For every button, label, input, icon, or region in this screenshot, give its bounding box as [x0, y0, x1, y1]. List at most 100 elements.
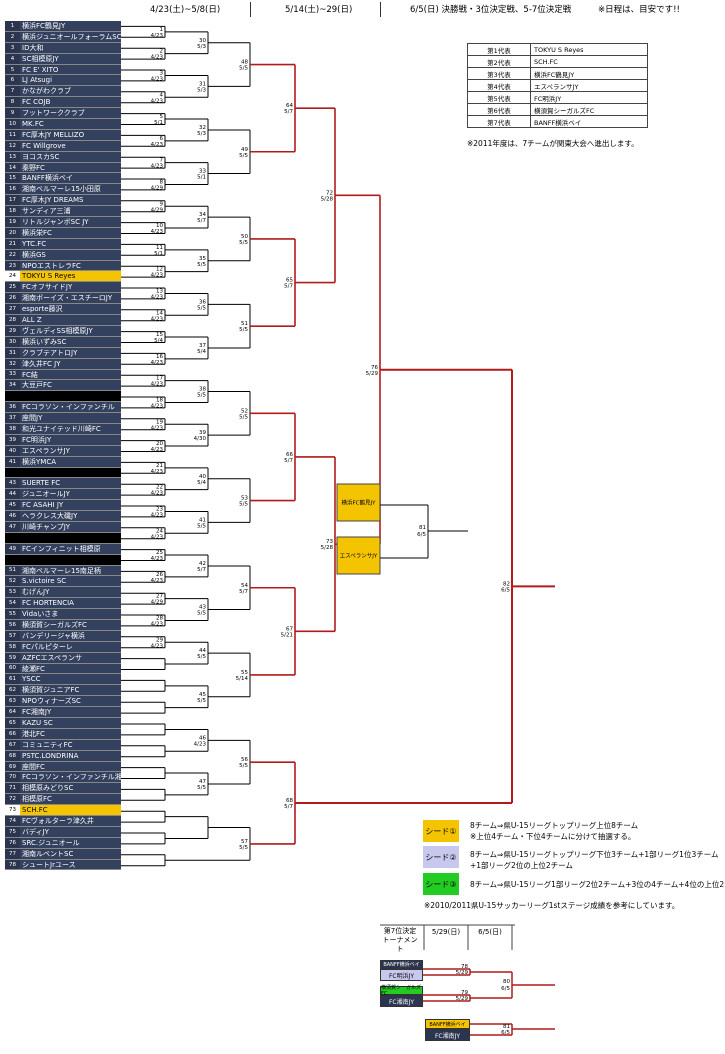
team-name: KAZU SC — [20, 718, 121, 728]
match-label: 5/4 — [197, 480, 206, 486]
team-name: 大豆戸FC — [20, 380, 121, 391]
match-label: 19 — [156, 419, 163, 425]
team-number: 22 — [5, 249, 20, 260]
team-row — [5, 467, 121, 479]
match-label: 56 — [241, 757, 248, 763]
match-label: 78 — [461, 964, 468, 970]
team-number — [5, 532, 20, 543]
team-number: 39 — [5, 434, 20, 445]
match-label: 5/5 — [239, 414, 248, 420]
match-label: 66 — [286, 452, 293, 458]
team-name: シュートJrユース — [20, 859, 121, 870]
rep-team: TOKYU S Reyes — [530, 43, 648, 56]
team-number: 57 — [5, 630, 20, 641]
team-number: 34 — [5, 380, 20, 391]
team-number: 40 — [5, 445, 20, 456]
match-label: 33 — [199, 169, 206, 175]
match-label: 17 — [156, 376, 163, 382]
team-number: 36 — [5, 402, 20, 413]
seed3-line1: 8チーム⇒県U-15リーグ1部リーグ2位2チーム+3位の4チーム+4位の上位2チ… — [470, 880, 725, 889]
team-name: 横浜FC鶴見JY — [20, 21, 121, 31]
team-number: 7 — [5, 86, 20, 97]
team-name — [20, 467, 121, 478]
team-name — [20, 532, 121, 543]
team-name — [20, 554, 121, 565]
team-number: 56 — [5, 619, 20, 630]
rep-team: BANFF横浜ベイ — [530, 115, 648, 128]
match-label: 5/5 — [197, 305, 206, 311]
team-name: ヴェルディSS相模原JY — [20, 325, 121, 336]
team-name: バンデリージャ横浜 — [20, 630, 121, 641]
match-label: 34 — [199, 212, 206, 218]
team-number: 4 — [5, 53, 20, 64]
team-name: NPOウィナーズSC — [20, 696, 121, 707]
match-label: 4/23 — [151, 76, 164, 82]
match-label: 10 — [156, 223, 163, 229]
seed2-badge: シード② — [423, 846, 459, 868]
match-label: 50 — [241, 234, 248, 240]
team-number: 20 — [5, 227, 20, 238]
team-number: 11 — [5, 129, 20, 140]
match-label: 81 — [419, 525, 426, 531]
match-label: 12 — [156, 267, 163, 273]
match-label: 5/1 — [154, 120, 163, 126]
match-label: 7 — [160, 158, 164, 164]
match-label: 55 — [241, 670, 248, 676]
team-name: FC厚木JY DREAMS — [20, 195, 121, 206]
team-number: 67 — [5, 739, 20, 750]
match-label: 4/23 — [151, 621, 164, 627]
team-name: ID大和 — [20, 42, 121, 53]
place-team-2: FC湘南JY — [425, 1029, 470, 1041]
team-name: FCパルピターレ — [20, 641, 121, 652]
match-label: 46 — [199, 735, 206, 741]
team-name: FCコラソン・インファンチル — [20, 402, 121, 413]
seed1-desc: 8チーム⇒県U-15リーグトップリーグ上位8チーム ※上位4チーム・下位4チーム… — [470, 820, 638, 842]
rep-rank: 第7代表 — [467, 115, 531, 128]
match-label: 4/29 — [151, 207, 164, 213]
team-name: 横浜GS — [20, 249, 121, 260]
match-label: 11 — [156, 245, 163, 251]
match-label: 6/5 — [417, 532, 426, 538]
rep-rank: 第2代表 — [467, 55, 531, 68]
match-label: 5/7 — [239, 589, 248, 595]
team-name: TOKYU S Reyes — [20, 271, 121, 282]
match-label: 68 — [286, 798, 293, 804]
match-label: 4/23 — [151, 556, 164, 562]
match-label: 4/30 — [194, 436, 207, 442]
match-label: 5/5 — [197, 698, 206, 704]
match-label: 4/29 — [151, 600, 164, 606]
match-label: 45 — [199, 692, 206, 698]
rep-team: 横浜FC鶴見JY — [530, 67, 648, 80]
match-label: 5/5 — [197, 654, 206, 660]
team-name: FCインフィニット相模原 — [20, 543, 121, 554]
match-label: 4/23 — [151, 273, 164, 279]
match-label: 32 — [199, 125, 206, 131]
team-number: 28 — [5, 315, 20, 325]
rep-rank: 第1代表 — [467, 43, 531, 56]
seventh-date1: 5/29(日) — [431, 928, 461, 936]
team-number: 59 — [5, 652, 20, 663]
match-label: 31 — [199, 81, 206, 87]
match-label: 80 — [503, 979, 510, 985]
team-name: FC HORTENCIA — [20, 598, 121, 609]
team-number: 63 — [5, 696, 20, 707]
team-number: 38 — [5, 423, 20, 434]
